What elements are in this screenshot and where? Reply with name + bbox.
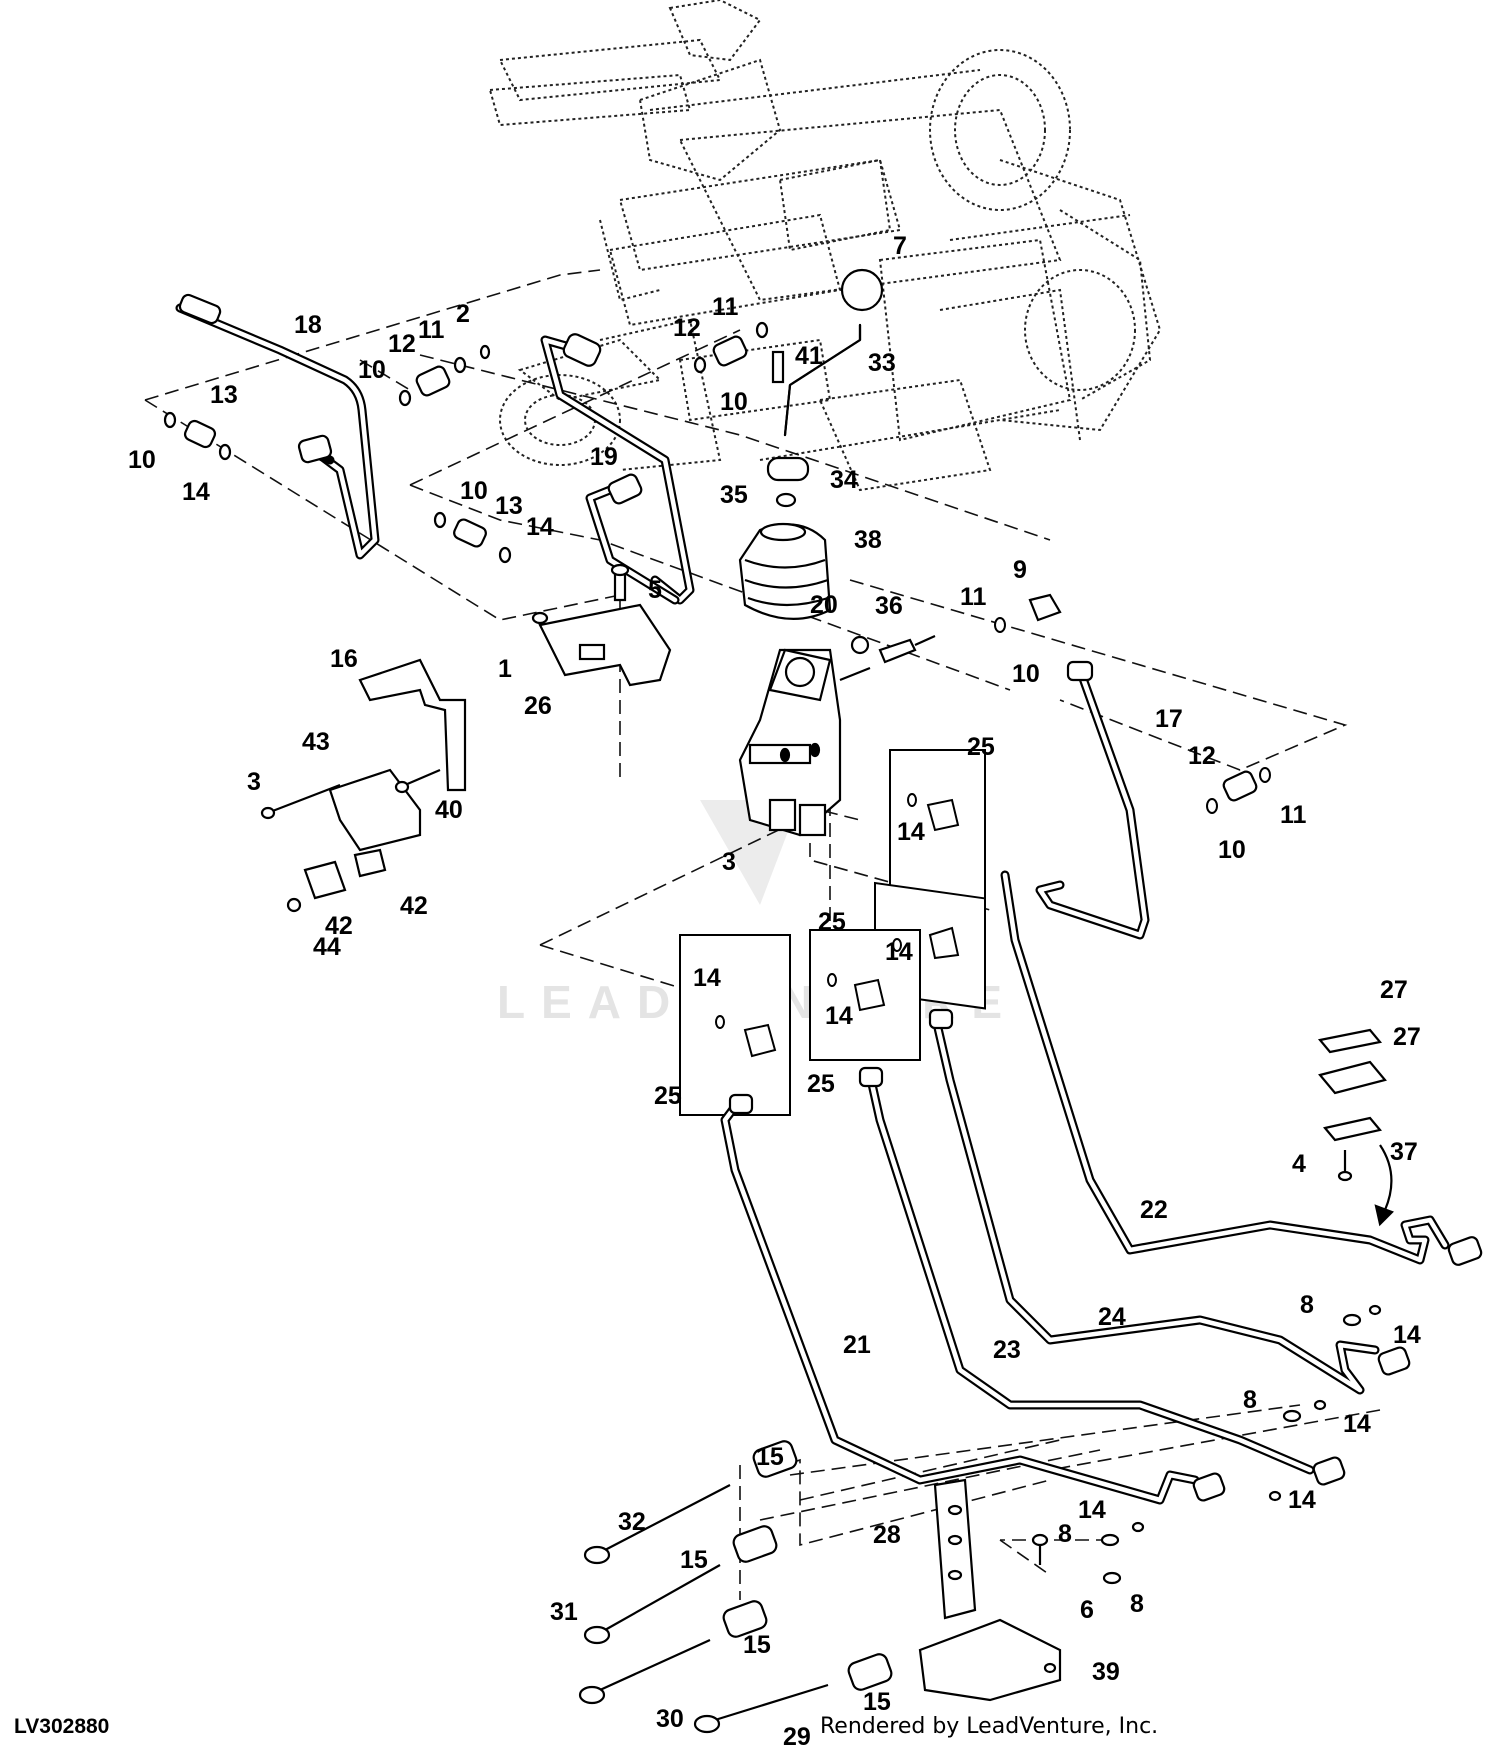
callout-6: 6 xyxy=(1080,1596,1094,1624)
callout-14: 14 xyxy=(693,964,721,992)
callout-25: 25 xyxy=(654,1082,682,1110)
callout-11: 11 xyxy=(1280,801,1307,829)
callout-44: 44 xyxy=(313,933,341,961)
callout-14: 14 xyxy=(1288,1486,1316,1514)
callout-20: 20 xyxy=(810,591,838,619)
callout-2: 2 xyxy=(456,300,470,328)
callout-29: 29 xyxy=(783,1723,811,1750)
callout-30: 30 xyxy=(656,1705,684,1733)
callout-14: 14 xyxy=(897,818,925,846)
callout-1: 1 xyxy=(498,655,512,683)
callout-37: 37 xyxy=(1390,1138,1418,1166)
callout-14: 14 xyxy=(885,938,913,966)
callout-14: 14 xyxy=(1343,1410,1371,1438)
callout-15: 15 xyxy=(743,1631,771,1659)
callout-10: 10 xyxy=(1218,836,1246,864)
tube-18 xyxy=(175,293,380,560)
callout-43: 43 xyxy=(302,728,330,756)
callout-3: 3 xyxy=(722,848,736,876)
callout-3: 3 xyxy=(247,768,261,796)
callout-28: 28 xyxy=(873,1521,901,1549)
callout-15: 15 xyxy=(863,1688,891,1716)
callout-10: 10 xyxy=(720,388,748,416)
washers-right xyxy=(1100,1304,1382,1585)
callout-35: 35 xyxy=(720,481,748,509)
callout-14: 14 xyxy=(825,1002,853,1030)
callout-26: 26 xyxy=(524,692,552,720)
tractor-frame-ghost xyxy=(488,0,1162,492)
callout-36: 36 xyxy=(875,592,903,620)
callout-13: 13 xyxy=(210,381,238,409)
callout-7: 7 xyxy=(893,232,907,260)
coupler-bracket xyxy=(918,1478,1062,1702)
callout-24: 24 xyxy=(1098,1303,1126,1331)
render-credit: Rendered by LeadVenture, Inc. xyxy=(820,1714,1159,1739)
callout-8: 8 xyxy=(1243,1386,1257,1414)
callout-11: 11 xyxy=(712,293,739,321)
callout-10: 10 xyxy=(358,356,386,384)
callout-42: 42 xyxy=(400,892,428,920)
fittings-upper xyxy=(163,321,769,564)
callout-41: 41 xyxy=(795,342,823,370)
callout-27: 27 xyxy=(1380,976,1408,1004)
mount-bracket-left xyxy=(260,658,467,913)
callout-14: 14 xyxy=(182,478,210,506)
rubber-boot xyxy=(738,522,832,620)
callout-11: 11 xyxy=(960,583,987,611)
tube-23 xyxy=(858,1066,1346,1486)
callout-39: 39 xyxy=(1092,1658,1120,1686)
callout-38: 38 xyxy=(854,526,882,554)
tube-19 xyxy=(540,333,695,605)
callout-11: 11 xyxy=(418,316,445,344)
control-valve xyxy=(738,634,936,837)
callout-18: 18 xyxy=(294,311,322,339)
control-lever xyxy=(766,268,884,508)
callout-14: 14 xyxy=(1393,1321,1421,1349)
detail-panels-25 xyxy=(679,749,986,1116)
valve-bracket xyxy=(531,563,672,687)
callout-14: 14 xyxy=(1078,1496,1106,1524)
callout-14: 14 xyxy=(526,513,554,541)
callout-4: 4 xyxy=(1292,1150,1306,1178)
callout-25: 25 xyxy=(818,908,846,936)
callout-16: 16 xyxy=(330,645,358,673)
tube-22 xyxy=(1000,870,1483,1266)
callout-8: 8 xyxy=(1300,1291,1314,1319)
callout-33: 33 xyxy=(868,349,896,377)
callout-12: 12 xyxy=(1188,742,1216,770)
callout-21: 21 xyxy=(843,1331,871,1359)
callout-32: 32 xyxy=(618,1508,646,1536)
tube-21 xyxy=(720,1093,1226,1505)
callout-8: 8 xyxy=(1058,1520,1072,1548)
callout-13: 13 xyxy=(495,492,523,520)
diagram-id: LV302880 xyxy=(14,1715,110,1738)
callout-40: 40 xyxy=(435,796,463,824)
callout-8: 8 xyxy=(1130,1590,1144,1618)
callout-9: 9 xyxy=(1013,556,1027,584)
callout-25: 25 xyxy=(807,1070,835,1098)
callout-25: 25 xyxy=(967,733,995,761)
callout-15: 15 xyxy=(680,1546,708,1574)
callout-27: 27 xyxy=(1393,1023,1421,1051)
callout-19: 19 xyxy=(590,443,618,471)
callout-23: 23 xyxy=(993,1336,1021,1364)
callout-12: 12 xyxy=(388,330,416,358)
callout-12: 12 xyxy=(673,314,701,342)
callout-22: 22 xyxy=(1140,1196,1168,1224)
callout-34: 34 xyxy=(830,466,858,494)
callout-10: 10 xyxy=(1012,660,1040,688)
callout-5: 5 xyxy=(648,576,662,604)
callout-15: 15 xyxy=(756,1443,784,1471)
tube-17 xyxy=(994,593,1271,940)
quick-couplers xyxy=(578,1440,893,1734)
tube-clamp xyxy=(1317,1028,1394,1227)
callout-17: 17 xyxy=(1155,705,1183,733)
callouts: 7 18 2 11 12 10 13 10 14 11 12 41 33 10 … xyxy=(128,232,1421,1750)
callout-31: 31 xyxy=(550,1598,578,1626)
callout-10: 10 xyxy=(128,446,156,474)
callout-10: 10 xyxy=(460,477,488,505)
tube-24 xyxy=(928,1008,1411,1395)
callout-42: 42 xyxy=(325,912,353,940)
